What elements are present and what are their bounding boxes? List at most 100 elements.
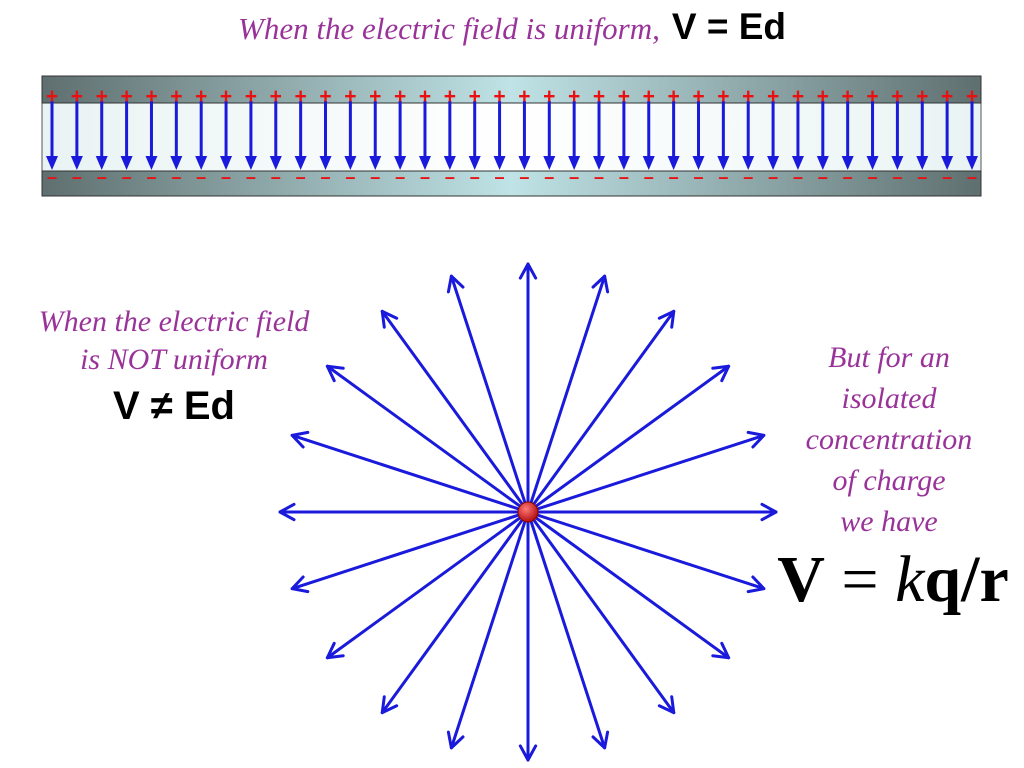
formula-q: q — [924, 543, 962, 616]
radial-arrowhead — [711, 641, 731, 660]
minus-sign: – — [345, 167, 355, 187]
minus-sign: – — [420, 167, 430, 187]
field-arrowhead — [692, 156, 705, 170]
radial-arrowhead — [446, 274, 465, 294]
plus-sign: + — [319, 85, 331, 108]
radial-arrowhead — [591, 274, 610, 294]
plus-sign: + — [469, 85, 481, 108]
formula-r: r — [979, 543, 1009, 616]
plus-sign: + — [394, 85, 406, 108]
radial-arrowhead — [760, 502, 778, 522]
minus-sign: – — [296, 167, 306, 187]
radial-field-line — [526, 309, 676, 514]
minus-sign: – — [544, 167, 554, 187]
radial-field-line — [526, 433, 766, 514]
radial-arrowhead — [518, 262, 538, 280]
field-arrowhead — [319, 156, 332, 170]
field-arrowhead — [891, 156, 904, 170]
title-intro: When the electric field is uniform, — [238, 11, 660, 46]
plus-sign: + — [891, 85, 903, 108]
left-caption-equation: V ≠ Ed — [113, 384, 235, 428]
radial-field-line — [325, 510, 530, 660]
plus-sign: + — [120, 85, 132, 108]
radial-field-line — [290, 510, 530, 591]
radial-arrowhead — [518, 744, 538, 762]
field-arrowhead — [642, 156, 655, 170]
field-arrowhead — [966, 156, 978, 170]
right-caption-line: concentration — [805, 423, 973, 456]
radial-arrowhead — [290, 575, 310, 594]
plus-sign: + — [220, 85, 232, 108]
point-charge-formula: V = kq/r — [762, 540, 1024, 620]
field-arrowhead — [344, 156, 357, 170]
field-arrowhead — [791, 156, 804, 170]
negative-plate — [41, 170, 982, 197]
plus-sign: + — [419, 85, 431, 108]
non-uniform-caption: When the electric field is NOT uniform V… — [18, 303, 330, 431]
title: When the electric field is uniform, V = … — [0, 6, 1024, 48]
field-arrowhead — [717, 156, 730, 170]
plus-sign: + — [71, 85, 83, 108]
radial-arrowhead — [657, 695, 676, 715]
radial-field-line — [380, 510, 530, 715]
plus-sign: + — [270, 85, 282, 108]
field-arrowhead — [70, 156, 83, 170]
title-equation: V = Ed — [671, 6, 786, 47]
radial-field-line — [449, 274, 530, 514]
minus-sign: – — [892, 167, 902, 187]
plus-sign: + — [916, 85, 928, 108]
field-arrowhead — [742, 156, 755, 170]
minus-sign: – — [868, 167, 878, 187]
capacitor-diagram: ++++++++++++++++++++++++++++++++++++++ –… — [41, 75, 982, 197]
field-arrowhead — [244, 156, 257, 170]
right-caption-line: isolated — [841, 382, 937, 415]
radial-field-line — [380, 309, 530, 514]
field-arrowhead — [418, 156, 431, 170]
field-arrowhead — [816, 156, 829, 170]
uniform-field-lines — [46, 101, 978, 170]
minus-sign: – — [445, 167, 455, 187]
minus-sign: – — [843, 167, 853, 187]
plus-sign: + — [792, 85, 804, 108]
field-arrowhead — [518, 156, 531, 170]
minus-sign: – — [967, 167, 977, 187]
radial-field-line — [325, 364, 530, 514]
minus-sign: – — [122, 167, 132, 187]
minus-sign: – — [594, 167, 604, 187]
radial-field-line — [290, 433, 530, 514]
radial-arrowhead — [746, 430, 766, 449]
field-arrowhead — [269, 156, 282, 170]
minus-sign: – — [669, 167, 679, 187]
minus-sign: – — [246, 167, 256, 187]
field-arrowhead — [443, 156, 456, 170]
minus-sign: – — [495, 167, 505, 187]
plus-sign: + — [444, 85, 456, 108]
plus-sign: + — [245, 85, 257, 108]
minus-sign: – — [97, 167, 107, 187]
field-arrowhead — [46, 156, 58, 170]
radial-arrowhead — [325, 364, 345, 383]
plus-sign: + — [295, 85, 307, 108]
minus-sign: – — [171, 167, 181, 187]
field-arrowhead — [866, 156, 879, 170]
negative-charges: –––––––––––––––––––––––––––––––––––––– — [47, 167, 977, 187]
radial-arrowhead — [657, 309, 676, 329]
radial-arrowhead — [290, 430, 310, 449]
radial-field-line — [526, 510, 766, 591]
minus-sign: – — [72, 167, 82, 187]
minus-sign: – — [146, 167, 156, 187]
plus-sign: + — [96, 85, 108, 108]
field-arrowhead — [941, 156, 954, 170]
field-arrowhead — [369, 156, 382, 170]
positive-charges: ++++++++++++++++++++++++++++++++++++++ — [46, 85, 978, 108]
radial-field-line — [449, 510, 530, 750]
minus-sign: – — [942, 167, 952, 187]
minus-sign: – — [569, 167, 579, 187]
plus-sign: + — [170, 85, 182, 108]
field-arrowhead — [593, 156, 606, 170]
plus-sign: + — [46, 85, 58, 108]
plus-sign: + — [518, 85, 530, 108]
plus-sign: + — [667, 85, 679, 108]
minus-sign: – — [818, 167, 828, 187]
